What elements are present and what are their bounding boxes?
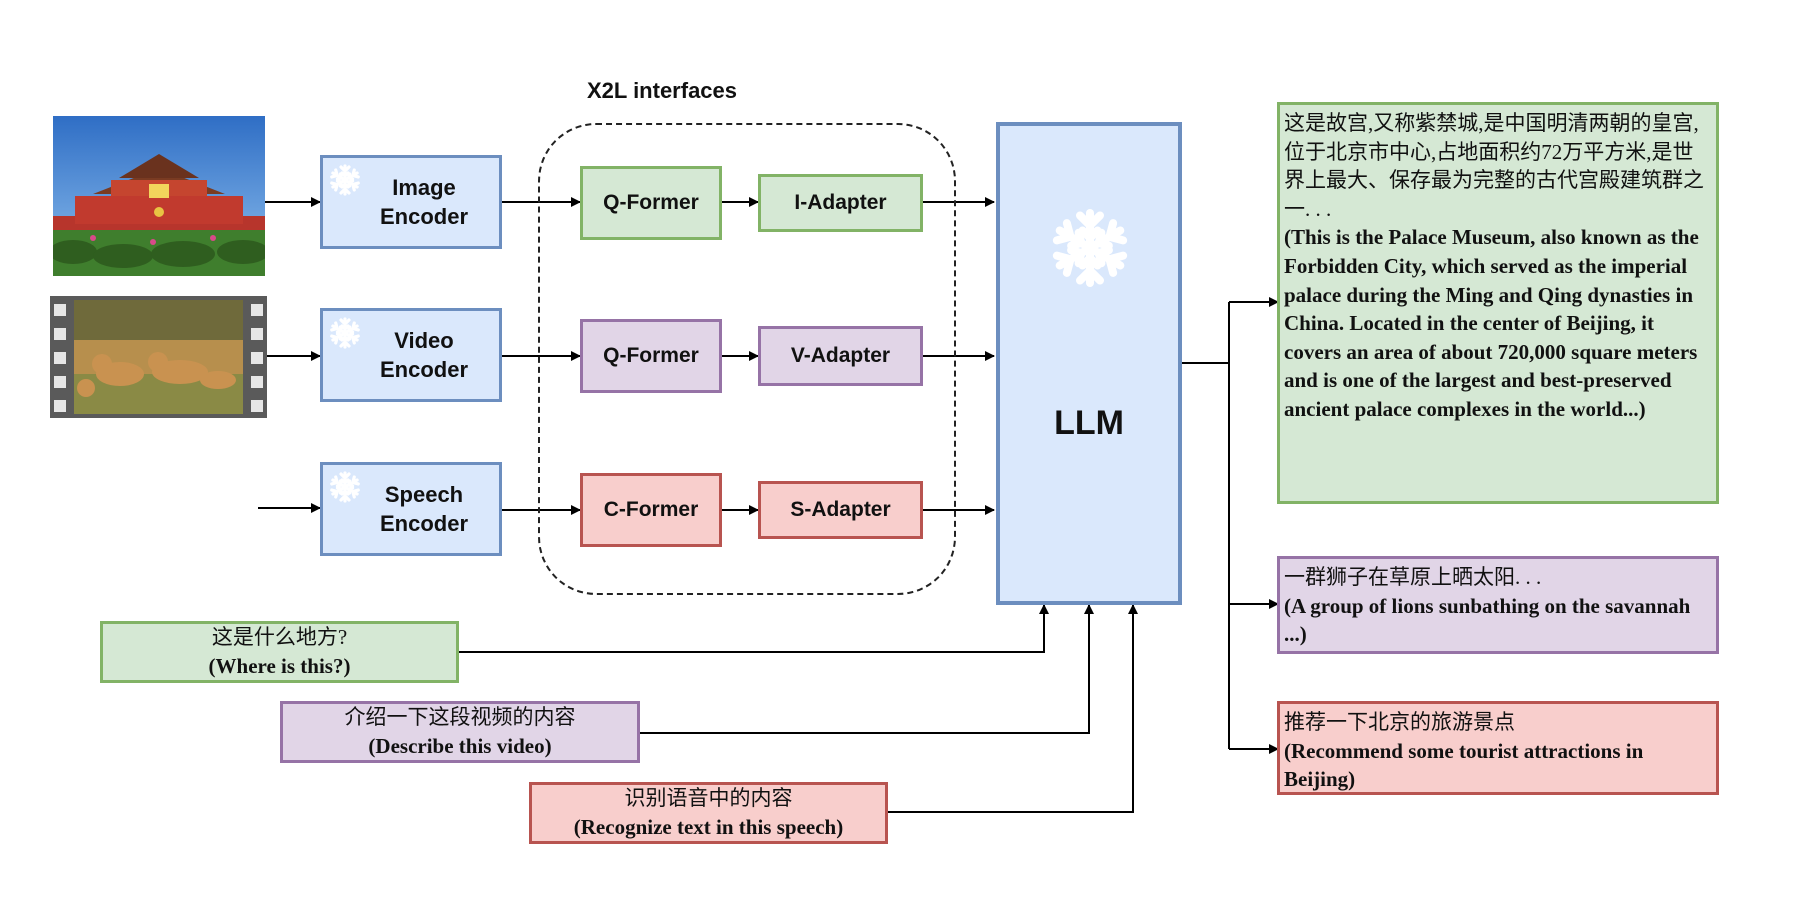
i-adapter-box: I-Adapter (758, 174, 923, 232)
arrow-question2-to-llm (640, 604, 1094, 734)
output-en: (This is the Palace Museum, also known a… (1284, 225, 1699, 421)
image-encoder-label: Image Encoder (379, 175, 469, 229)
input-audio-waveform (46, 455, 260, 565)
former-label: C-Former (603, 498, 699, 521)
llm-label: LLM (1054, 404, 1124, 442)
question-box-1: 这是什么地方? (Where is this?) (100, 621, 459, 683)
x2l-interfaces-title: X2L interfaces (587, 78, 738, 103)
question-box-3: 识别语音中的内容 (Recognize text in this speech) (529, 782, 888, 844)
question-zh: 这是什么地方? (211, 625, 348, 649)
x2l-interfaces-group (538, 123, 956, 595)
v-adapter-box: V-Adapter (758, 326, 923, 386)
image-encoder-box: Image Encoder (320, 155, 502, 249)
former-label: Q-Former (603, 344, 699, 367)
speech-cformer-box: C-Former (580, 473, 722, 547)
adapter-label: S-Adapter (790, 498, 891, 521)
output-zh: 推荐一下北京的旅游景点 (1284, 710, 1515, 734)
question-en: (Recognize text in this speech) (573, 815, 844, 839)
output-box-1: 这是故宫,又称紫禁城,是中国明清两朝的皇宫,位于北京市中心,占地面积约72万平方… (1277, 102, 1719, 504)
question-box-2: 介绍一下这段视频的内容 (Describe this video) (280, 701, 640, 763)
arrow-question1-to-llm (459, 604, 1049, 653)
input-video-thumbnail (50, 296, 267, 418)
speech-encoder-box: Speech Encoder (320, 462, 502, 556)
video-qformer-box: Q-Former (580, 319, 722, 393)
output-en: (A group of lions sunbathing on the sava… (1284, 593, 1691, 647)
output-zh: 一群狮子在草原上晒太阳. . . (1284, 565, 1542, 589)
speech-encoder-label: Speech Encoder (379, 482, 469, 536)
s-adapter-box: S-Adapter (758, 481, 923, 539)
question-en: (Describe this video) (368, 734, 552, 758)
arrow-question3-to-llm (888, 604, 1138, 813)
former-label: Q-Former (603, 191, 699, 214)
image-qformer-box: Q-Former (580, 166, 722, 240)
output-box-3: 推荐一下北京的旅游景点 (Recommend some tourist attr… (1277, 701, 1719, 795)
snowflake-icon (1050, 208, 1130, 288)
llm-box: LLM (996, 122, 1182, 605)
output-box-2: 一群狮子在草原上晒太阳. . . (A group of lions sunba… (1277, 556, 1719, 654)
video-encoder-label: Video Encoder (379, 328, 469, 382)
output-zh: 这是故宫,又称紫禁城,是中国明清两朝的皇宫,位于北京市中心,占地面积约72万平方… (1284, 111, 1704, 221)
input-image-thumbnail (53, 116, 265, 276)
output-en: (Recommend some tourist attractions in B… (1284, 738, 1644, 792)
question-zh: 介绍一下这段视频的内容 (344, 705, 576, 729)
question-zh: 识别语音中的内容 (624, 786, 793, 810)
question-en: (Where is this?) (208, 654, 351, 678)
adapter-label: I-Adapter (794, 191, 887, 214)
adapter-label: V-Adapter (790, 344, 891, 367)
video-encoder-box: Video Encoder (320, 308, 502, 402)
